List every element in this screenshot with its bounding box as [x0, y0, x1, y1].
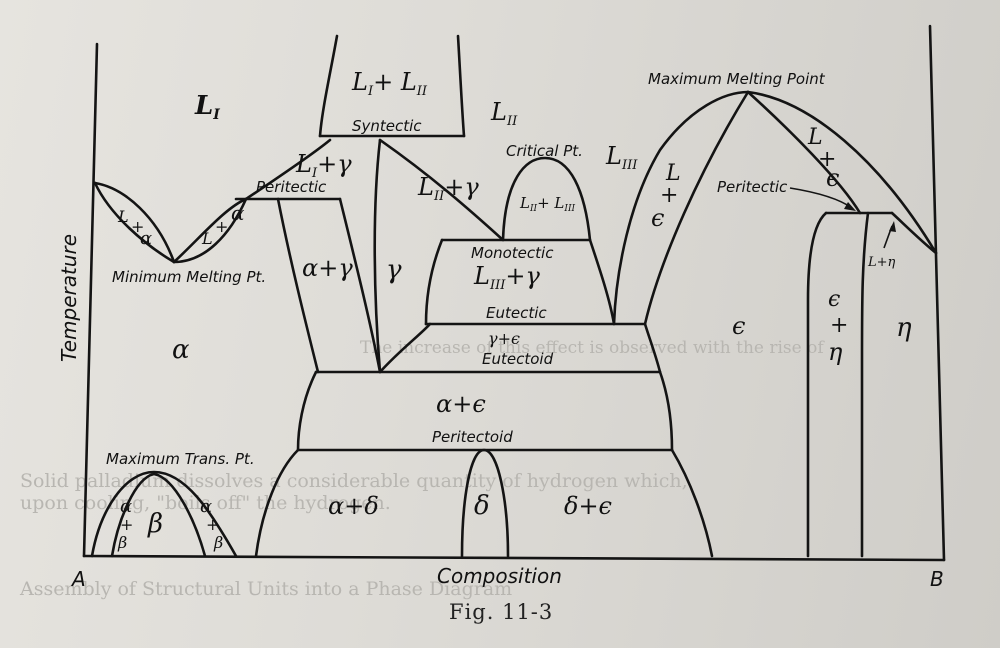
beta-inner-dome [110, 472, 207, 558]
delta-dome [460, 448, 510, 558]
phase-alpha-eps-label: α+ϵ [436, 390, 486, 418]
peritectic-right-label: Peritectic [717, 178, 788, 196]
phase-L-eps-left-2: + [660, 183, 678, 208]
eutectoid-label: Eutectoid [482, 350, 554, 368]
alpha-delta-left [254, 448, 300, 558]
phase-alpha-beta-right-2: + [206, 515, 219, 534]
phase-alpha-delta-label: α+δ [328, 492, 379, 520]
peritectoid-label: Peritectoid [432, 428, 513, 446]
phase-L1-label: LI [194, 91, 220, 123]
eps-liquidus-right [746, 90, 938, 255]
phase-alpha-gamma-label: α+γ [302, 254, 353, 282]
bottom-axis [82, 554, 946, 562]
phase-L2-L3-label: LII+ LIII [519, 194, 576, 214]
phase-L-alpha-right-3: α [231, 201, 245, 225]
phase-eta-label: η [896, 313, 912, 343]
alpha-eps-right [658, 370, 674, 452]
phase-gamma-eps-label: γ+ϵ [488, 329, 520, 348]
phase-L-eps-left-3: ϵ [651, 204, 664, 232]
syntectic-label: Syntectic [352, 117, 422, 135]
gamma-right-boundary [373, 138, 382, 374]
phase-L-alpha-right-2: + [215, 217, 228, 236]
phase-eps-label: ϵ [732, 312, 745, 340]
L1-L2-left-boundary [318, 34, 339, 138]
figure-caption: Fig. 11-3 [449, 600, 554, 624]
eps-solidus-left [643, 90, 750, 326]
liquidus-right-of-minimum [172, 197, 248, 264]
phase-L-eta-label: L+η [867, 255, 896, 270]
L-eta-arrowhead [889, 221, 896, 232]
phase-alpha-beta-left-3: β [117, 533, 127, 552]
phase-L-eps-right-3: ϵ [826, 164, 839, 192]
right-axis [928, 24, 946, 562]
x-axis-label: Composition [437, 564, 562, 588]
eta-liquidus [890, 211, 938, 255]
phase-L-eps-left-1: L [665, 161, 681, 186]
L1-L2-right-boundary [456, 34, 466, 138]
gamma-left-boundary [276, 197, 320, 374]
bleed-through-text: upon cooling, "boils off" the hydrogen. [20, 492, 391, 514]
peritectic-left-label: Peritectic [256, 178, 327, 196]
phase-eps-eta-2: + [830, 313, 848, 338]
L1-gamma-liquidus [244, 138, 332, 201]
solidus-left-lens-bottom [93, 181, 176, 264]
L3-gamma-left [424, 238, 444, 326]
beta-outer-dome [90, 470, 238, 558]
eps-solidus-right [746, 90, 862, 215]
bleed-through-text: The increase of this effect is observed … [360, 338, 824, 358]
phase-eps-eta-3: η [828, 338, 843, 366]
endpoint-A-label: A [70, 567, 86, 591]
phase-beta-label: β [147, 509, 163, 539]
critical-point-label: Critical Pt. [506, 142, 583, 160]
eps-liquidus-left [612, 90, 750, 326]
maximum-transformation-point-label: Maximum Trans. Pt. [106, 450, 255, 468]
phase-L2-gamma-label: LII+γ [417, 173, 479, 204]
phase-alpha-label: α [172, 335, 190, 365]
gamma-eutectic-boundary [378, 322, 432, 374]
phase-L1-L2-label: LI+ LII [351, 68, 428, 99]
monotectic-label: Monotectic [471, 244, 554, 262]
bleed-through-text: Assembly of Structural Units into a Phas… [20, 578, 513, 600]
phase-delta-eps-label: δ+ϵ [564, 492, 612, 520]
phase-L-alpha-left-2: + [131, 217, 144, 236]
alpha-eps-left [296, 370, 318, 452]
eutectic-label: Eutectic [486, 304, 547, 322]
phase-alpha-beta-left-1: α [120, 496, 132, 517]
phase-L2-label: LII [490, 98, 518, 129]
phase-L-alpha-left-1: L [117, 207, 129, 226]
phase-L-eps-right-2: + [818, 147, 836, 172]
phase-L3-gamma-label: LIII+γ [473, 262, 540, 293]
phase-L-eps-right-1: L [807, 125, 823, 150]
liquidus-left-lens-top [93, 181, 176, 264]
phase-L1-gamma-label: LI+γ [295, 150, 352, 181]
phase-L-alpha-right-1: L [201, 229, 213, 248]
L2-gamma-liquidus [378, 138, 505, 242]
phase-gamma-label: γ [386, 255, 402, 285]
gamma-eps-right [643, 322, 662, 374]
peritectic-arrow-line [789, 187, 853, 209]
L3-gamma-right [588, 238, 616, 326]
phase-delta-label: δ [474, 491, 490, 521]
delta-eps-right [670, 448, 714, 558]
endpoint-B-label: B [930, 567, 944, 591]
left-axis [82, 42, 99, 558]
solidus-right-of-minimum [172, 197, 248, 264]
eps-eta-left [806, 211, 828, 558]
minimum-melting-point-label: Minimum Melting Pt. [112, 268, 266, 286]
phase-alpha-beta-right-1: α [200, 496, 212, 517]
phase-L-alpha-left-3: α [140, 228, 152, 249]
L2-L3-miscibility-dome [501, 156, 592, 242]
phase-alpha-beta-left-2: + [120, 515, 133, 534]
gamma-middle-boundary [338, 197, 382, 374]
maximum-melting-point-label: Maximum Melting Point [648, 70, 826, 88]
peritectic-arrowhead [844, 202, 856, 211]
y-axis-label: Temperature [57, 234, 81, 362]
phase-L3-label: LIII [605, 142, 638, 173]
phase-alpha-beta-right-3: β [213, 533, 223, 552]
eps-eta-right [860, 211, 870, 558]
phase-eps-eta-1: ϵ [828, 287, 840, 312]
